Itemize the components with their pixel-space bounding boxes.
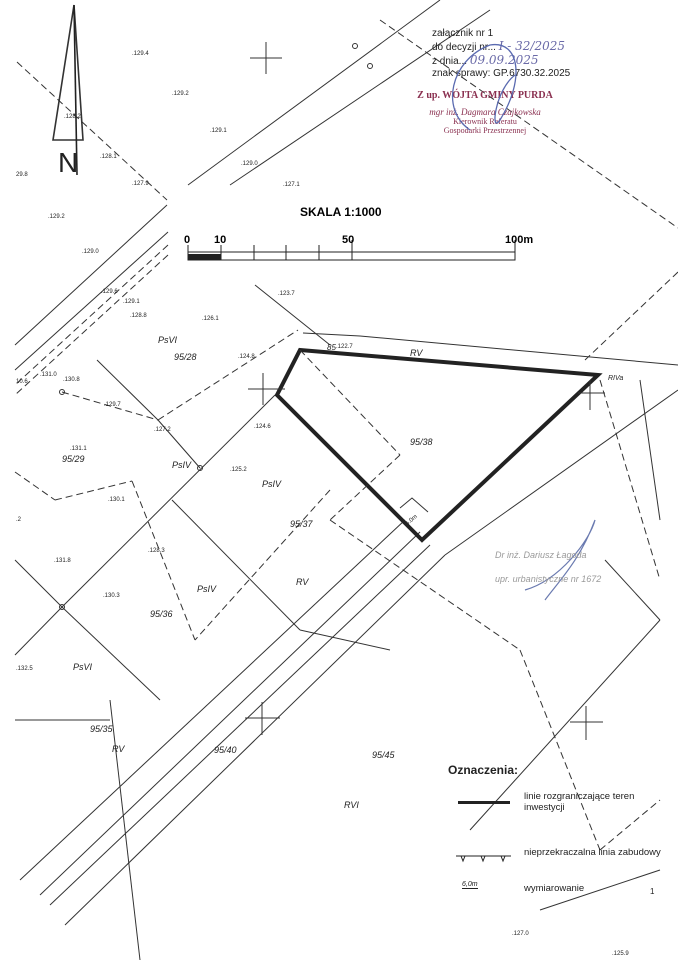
page-number: 1 (650, 887, 655, 896)
north-arrow-icon (52, 4, 84, 176)
spot-height: .130.3 (103, 593, 120, 599)
land-use-label: PsIV (197, 584, 217, 594)
building-line-dimension: 6.0m (399, 497, 429, 527)
spot-height: .127.1 (283, 182, 300, 188)
investment-area-boundary (274, 347, 603, 543)
spot-height: .128.8 (130, 313, 147, 319)
decision-label: do decyzji nr... (432, 42, 496, 53)
spot-height: .125.9 (612, 951, 629, 957)
attachment-number: załącznik nr 1 (432, 28, 494, 39)
spot-height: .126.1 (202, 316, 219, 322)
building-line-symbol (456, 855, 511, 863)
spot-height: .129.0 (82, 249, 99, 255)
thick-line-symbol (458, 801, 510, 804)
spot-height: .129.0 (241, 161, 258, 167)
spot-height: .127.0 (512, 931, 529, 937)
spot-height: .128.3 (148, 548, 165, 554)
land-use-label: RV (112, 744, 125, 754)
scale-tick: 10 (214, 234, 226, 246)
spot-height: .129.7 (104, 402, 121, 408)
scale-title: SKALA 1:1000 (300, 205, 382, 219)
land-use-label: PsIV (172, 460, 192, 470)
case-number: znak sprawy: GP.6730.32.2025 (432, 68, 571, 79)
spot-height: .129.2 (172, 91, 189, 97)
scale-tick: 100m (505, 234, 533, 246)
land-use-label: RIVa (608, 375, 623, 382)
north-label: N (58, 147, 78, 178)
spot-height: .129.6 (101, 289, 118, 295)
spot-height: .131.0 (40, 372, 57, 378)
parcel-label: 95/36 (150, 609, 173, 619)
spot-height: .131.8 (54, 558, 71, 564)
spot-height: .128.2 (64, 114, 81, 120)
dimension-symbol: 6,0m (462, 881, 478, 889)
spot-height: .124.6 (254, 424, 271, 430)
date-label: z dnia... (432, 56, 468, 67)
spot-height: .127.2 (154, 427, 171, 433)
parcel-label: 95/29 (62, 454, 85, 464)
legend-item-building-line: nieprzekraczalna linia zabudowy (440, 847, 670, 873)
spot-height: .123.7 (278, 291, 295, 297)
land-use-label: RV (296, 577, 309, 587)
land-use-label: PsVI (158, 335, 178, 345)
spot-height: .130.1 (108, 497, 125, 503)
parcel-labels: 95/28 95/29 95/38 95/37 95/36 95/35 95/4… (62, 335, 623, 810)
land-use-label: RVI (344, 800, 359, 810)
parcel-label: 95/35 (90, 724, 114, 734)
land-use-label: PsIV (262, 479, 282, 489)
spot-height: .127.9 (132, 181, 149, 187)
parcel-label: 85 (327, 343, 336, 352)
author-stamp: Dr inż. Dariusz Łagoda upr. urbanistyczn… (495, 543, 601, 591)
legend-item-boundary: linie rozgraniczające teren inwestycji (440, 791, 670, 817)
spot-height: .125.2 (230, 467, 247, 473)
document-header: załącznik nr 1 do decyzji nr... I - 32/2… (432, 28, 570, 80)
spot-height: .124.8 (238, 354, 255, 360)
stamp-line: Z up. WÓJTA GMINY PURDA (417, 90, 553, 101)
spot-height: .131.1 (70, 446, 87, 452)
legend: Oznaczenia: linie rozgraniczające teren … (440, 763, 670, 903)
decision-date: 09.09.2025 (469, 53, 539, 67)
parcel-label: 95/38 (410, 437, 433, 447)
spot-height: .130.8 (63, 377, 80, 383)
grid-cross-icons (245, 42, 605, 740)
scale-tick: 0 (184, 234, 190, 246)
spot-height: 10.6 (16, 379, 28, 385)
spot-heights: .129.4 .129.2 .128.2 .128.1 .127.9 29.8 … (16, 51, 629, 957)
spot-height: .132.5 (16, 666, 33, 672)
legend-item-dimension: 6,0m wymiarowanie 1 (462, 881, 655, 896)
scale-bar: 0 10 50 100m (184, 234, 533, 261)
author-name: Dr inż. Dariusz Łagoda (495, 550, 587, 560)
land-use-label: PsVI (73, 662, 93, 672)
spot-height: .129.4 (132, 51, 149, 57)
parcel-label: 95/40 (214, 745, 237, 755)
spot-height: 29.8 (16, 172, 28, 178)
author-license: upr. urbanistyczne nr 1672 (495, 574, 602, 584)
spot-height: .129.1 (210, 128, 227, 134)
stamp-line: mgr inż. Dagmara Czajkowska (429, 107, 541, 117)
legend-title: Oznaczenia: (448, 763, 519, 777)
land-use-label: RV (410, 348, 423, 358)
official-stamp: Z up. WÓJTA GMINY PURDA mgr inż. Dagmara… (390, 90, 580, 135)
parcel-label: 95/28 (174, 352, 197, 362)
stamp-line: Gospodarki Przestrzennej (443, 126, 527, 135)
spot-height: .2 (16, 517, 22, 523)
spot-height: .129.2 (48, 214, 65, 220)
stamp-line: Kierownik Referatu (453, 117, 517, 126)
svg-text:6.0m: 6.0m (405, 514, 419, 527)
decision-number: I - 32/2025 (498, 39, 565, 53)
spot-height: .129.1 (123, 299, 140, 305)
parcel-label: 95/37 (290, 519, 314, 529)
parcel-label: 95/45 (372, 750, 396, 760)
spot-height: .128.1 (100, 154, 117, 160)
spot-height: .122.7 (336, 344, 353, 350)
scale-tick: 50 (342, 234, 354, 246)
